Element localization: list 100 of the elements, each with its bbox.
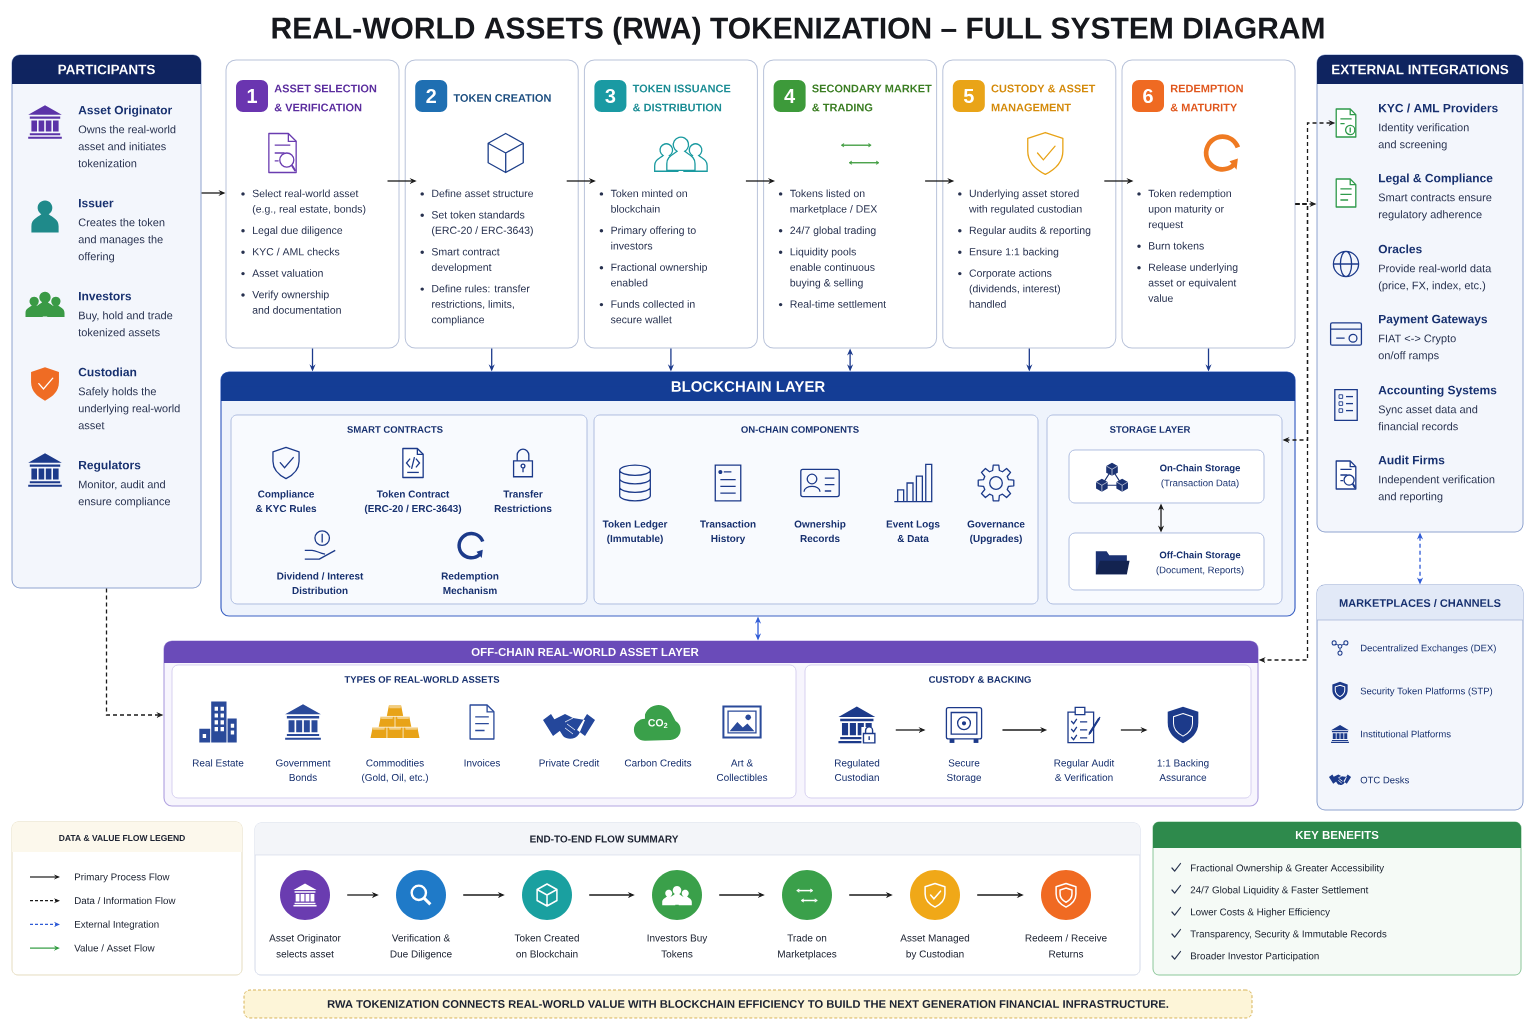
item-label: Transaction History: [700, 520, 756, 545]
side-panel: [1316, 54, 1524, 533]
list-item: Set token standards (ERC-20 / ERC-3643): [431, 210, 533, 237]
entry-title: Regulators: [79, 460, 141, 472]
legend-label: Data / Information Flow: [75, 896, 176, 905]
stage-title: REDEMPTION & MATURITY: [1170, 84, 1243, 112]
item-label: Art & Collectibles: [716, 759, 768, 781]
list-item: Real-time settlement: [790, 300, 886, 308]
stage-card: [763, 59, 938, 349]
step-label: Redeem / Receive Returns: [1025, 934, 1107, 958]
list-item: Fractional ownership enabled: [611, 263, 707, 287]
header-bar: KEY BENEFITS: [1153, 822, 1521, 848]
section-title: TYPES OF REAL-WORLD ASSETS: [344, 676, 500, 683]
item-label: Commodities (Gold, Oil, etc.): [362, 759, 428, 783]
legend-label: Value / Asset Flow: [74, 944, 155, 952]
benefit-text: 24/7 Global Liquidity & Faster Settlement: [1190, 886, 1369, 896]
entry-text: Provide real-world data (price, FX, index, etc.): [1378, 264, 1492, 292]
section-title: STORAGE LAYER: [1109, 426, 1191, 433]
item-label: Invoices: [464, 759, 500, 767]
side-panel: [11, 54, 202, 589]
section-box: [804, 664, 1252, 799]
number-badge: 6: [1132, 80, 1164, 112]
section-box: [171, 664, 797, 799]
benefit-text: Transparency, Security & Immutable Records: [1190, 930, 1387, 940]
header-bar: DATA & VALUE FLOW LEGEND: [12, 822, 242, 852]
entry-text: Identity verification and screening: [1378, 123, 1469, 151]
list-item: Underlying asset stored with regulated custodian: [969, 189, 1082, 215]
item-label: Regulated Custodian: [835, 759, 880, 781]
stage-title: ASSET SELECTION & VERIFICATION: [274, 84, 377, 112]
stage-card: [942, 59, 1117, 349]
legend-label: Primary Process Flow: [75, 873, 170, 883]
number-badge: 2: [415, 80, 448, 112]
list-item: Define asset structure: [432, 189, 534, 198]
entry-title: Accounting Systems: [1378, 385, 1497, 397]
box-title: Off-Chain Storage: [1159, 551, 1241, 561]
list-item: Legal due diligence: [253, 226, 343, 237]
entry-title: Asset Originator: [78, 105, 173, 117]
header-bar: PARTICIPANTS: [12, 55, 201, 84]
entry-title: Issuer: [79, 198, 114, 208]
entry-text: Sync asset data and financial records: [1378, 405, 1478, 431]
list-item: Tokens listed on marketplace / DEX: [790, 189, 878, 215]
benefit-text: Lower Costs & Higher Efficiency: [1191, 908, 1330, 918]
number-badge: 4: [773, 80, 806, 112]
benefits-panel: [1152, 821, 1522, 976]
box-subtitle: (Document, Reports): [1156, 566, 1244, 576]
entry-text: Owns the real-world asset and initiates tokenization: [78, 125, 176, 168]
entry-title: Investors: [79, 291, 132, 301]
list-item: KYC / AML checks: [253, 247, 340, 256]
list-item: Ensure 1:1 backing: [969, 247, 1059, 258]
list-item: Select real-world asset (e.g., real estate, bonds): [252, 189, 366, 215]
list-item: Burn tokens: [1149, 241, 1204, 250]
item-label: Transfer Restrictions: [494, 490, 552, 513]
entry-title: Custodian: [78, 367, 137, 377]
box-title: On-Chain Storage: [1160, 464, 1241, 474]
list-item: Smart contract development: [431, 248, 500, 274]
benefit-text: Broader Investor Participation: [1191, 952, 1319, 962]
storage-box: [1068, 532, 1265, 591]
item-label: Governance (Upgrades): [967, 520, 1025, 545]
stage-title: TOKEN CREATION: [453, 94, 551, 102]
item-label: 1:1 Backing Assurance: [1157, 759, 1209, 781]
section-title: CUSTODY & BACKING: [929, 676, 1031, 683]
list-item: Asset valuation: [252, 269, 323, 277]
step-label: Asset Managed by Custodian: [900, 934, 970, 960]
list-item: Verify ownership and documentation: [252, 290, 341, 314]
number-badge: 5: [952, 80, 985, 112]
list-item: Liquidity pools enable continuous buying & selling: [790, 247, 875, 289]
step-label: Token Created on Blockchain: [514, 934, 579, 958]
legend-box: [11, 821, 243, 976]
header-bar: OFF-CHAIN REAL-WORLD ASSET LAYER: [164, 641, 1258, 663]
item-label: Token Ledger (Immutable): [602, 520, 668, 545]
entry-title: Oracles: [1378, 244, 1422, 254]
entry-title: Legal & Compliance: [1379, 173, 1493, 185]
section-title: ON-CHAIN COMPONENTS: [741, 426, 859, 433]
side-panel: [1316, 584, 1524, 811]
item-label: Regular Audit & Verification: [1054, 759, 1115, 781]
list-item: Token minted on blockchain: [610, 189, 687, 213]
list-item: Release underlying asset or equivalent value: [1148, 263, 1238, 302]
channel-text: Security Token Platforms (STP): [1360, 687, 1493, 697]
item-label: Compliance & KYC Rules: [255, 490, 317, 513]
diagram-title: REAL-WORLD ASSETS (RWA) TOKENIZATION – FULL SYSTEM DIAGRAM: [272, 16, 1324, 45]
stage-card: [225, 59, 400, 349]
list-item: Primary offering to investors: [611, 226, 696, 250]
step-label: Asset Originator selects asset: [269, 934, 341, 958]
entry-text: Safely holds the underlying real-world asset: [78, 387, 180, 430]
caption-banner: RWA TOKENIZATION CONNECTS REAL-WORLD VALUE WITH BLOCKCHAIN EFFICIENCY TO BUILD THE NEXT GENERATION FINANCIAL INFRASTRUCTURE.: [243, 989, 1253, 1019]
step-label: Trade on Marketplaces: [778, 934, 837, 960]
list-item: Define rules: transfer restrictions, limits, compliance: [431, 284, 530, 326]
item-label: Event Logs & Data: [886, 520, 940, 543]
stage-card: [1121, 59, 1296, 349]
stage-title: CUSTODY & ASSET MANAGEMENT: [991, 84, 1096, 112]
section-box: [593, 414, 1039, 605]
entry-title: KYC / AML Providers: [1379, 103, 1498, 113]
number-badge: 1: [236, 80, 268, 112]
stage-card: [404, 59, 579, 349]
item-label: Real Estate: [193, 759, 244, 767]
channel-text: Decentralized Exchanges (DEX): [1361, 644, 1496, 654]
header-bar: EXTERNAL INTEGRATIONS: [1317, 55, 1523, 84]
list-item: Funds collected in secure wallet: [610, 300, 695, 324]
header-bar: MARKETPLACES / CHANNELS: [1316, 585, 1524, 621]
item-label: Government Bonds: [276, 759, 331, 781]
